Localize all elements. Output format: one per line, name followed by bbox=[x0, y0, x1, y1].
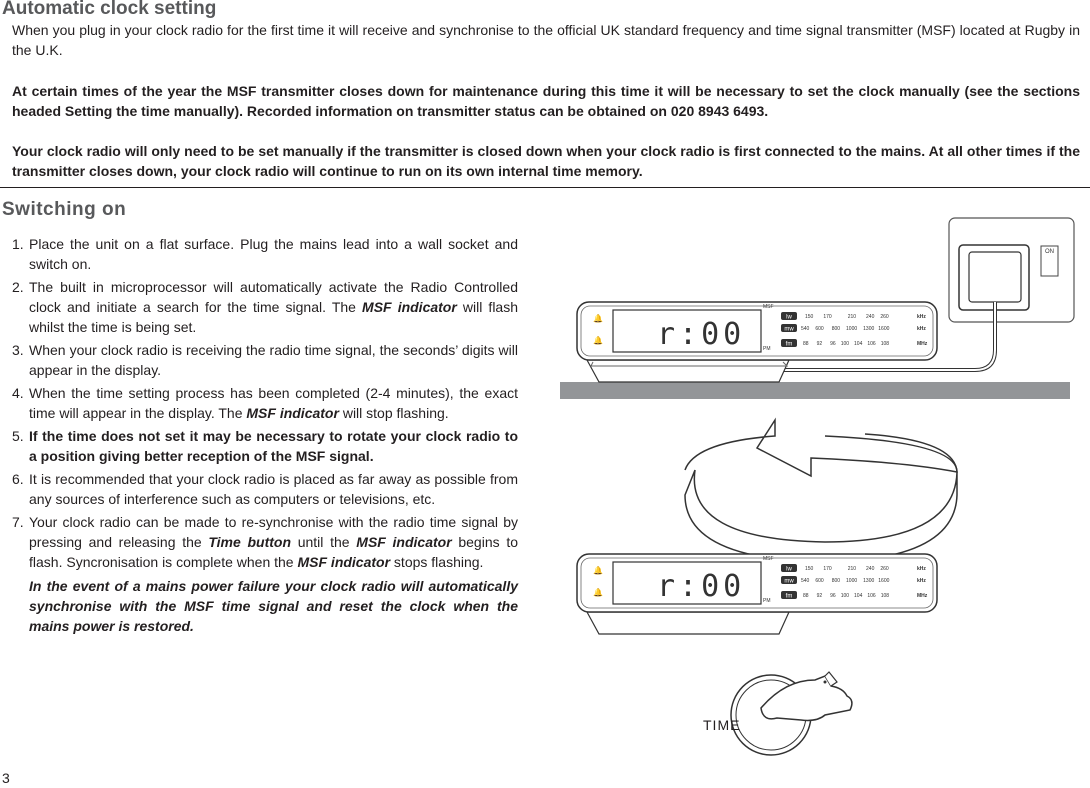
manual-setting-note: Your clock radio will only need to be se… bbox=[12, 143, 1080, 179]
page-number: 3 bbox=[2, 770, 10, 786]
step-2: 2. The built in microprocessor will auto… bbox=[12, 279, 519, 335]
step-4: 4. When the time setting process has bee… bbox=[12, 385, 518, 421]
lcd-time-digits: r:00 bbox=[657, 317, 745, 352]
alarm-2-icon: 🔔 bbox=[593, 588, 603, 597]
alarm-2-icon: 🔔 bbox=[593, 336, 603, 345]
unit-khz-1: kHz bbox=[917, 314, 926, 320]
step-1: 1. Place the unit on a flat surface. Plu… bbox=[12, 236, 518, 272]
mains-power-failure-note: In the event of a mains power failure yo… bbox=[29, 578, 518, 634]
step-7: 7. Your clock radio can be made to re-sy… bbox=[12, 514, 518, 570]
time-button-label: TIME bbox=[703, 717, 740, 733]
band-mw-label: mw bbox=[784, 327, 794, 333]
band-lw-label: lw bbox=[786, 567, 792, 573]
band-fm-label: fm bbox=[786, 342, 793, 348]
band-fm-label: fm bbox=[786, 594, 793, 600]
pm-indicator-label: PM bbox=[763, 598, 771, 604]
section-title-switching-on: Switching on bbox=[2, 199, 127, 220]
time-button-illustration: TIME bbox=[703, 671, 853, 756]
unit-khz-2: kHz bbox=[917, 326, 926, 332]
pressing-hand-icon bbox=[760, 675, 853, 722]
pm-indicator-label: PM bbox=[763, 346, 771, 352]
lcd-time-digits: r:00 bbox=[657, 569, 745, 604]
unit-mhz: MHz bbox=[917, 341, 928, 347]
unit-khz-2: kHz bbox=[917, 578, 926, 584]
step-6: 6. It is recommended that your clock rad… bbox=[12, 471, 518, 507]
lcd-display bbox=[612, 309, 762, 353]
switching-on-steps: 1. Place the unit on a flat surface. Plu… bbox=[12, 234, 518, 639]
step-5: 5. If the time does not set it may be ne… bbox=[12, 428, 518, 464]
lcd-display bbox=[612, 561, 762, 605]
band-mw-label: mw bbox=[784, 579, 794, 585]
band-lw-label: lw bbox=[786, 315, 792, 321]
socket-switch-label: ON bbox=[1045, 249, 1054, 255]
msf-indicator-label: MSF bbox=[763, 304, 774, 310]
rotate-arrow-icon bbox=[684, 417, 958, 563]
maintenance-paragraph: At certain times of the year the MSF tra… bbox=[12, 83, 1080, 119]
unit-khz-1: kHz bbox=[917, 566, 926, 572]
section-divider bbox=[0, 187, 1090, 188]
alarm-1-icon: 🔔 bbox=[593, 566, 603, 575]
section-title-automatic-clock-setting: Automatic clock setting bbox=[2, 0, 217, 19]
wall-socket: ON bbox=[948, 217, 1075, 323]
unit-mhz: MHz bbox=[917, 593, 928, 599]
alarm-1-icon: 🔔 bbox=[593, 314, 603, 323]
step-3: 3. When your clock radio is receiving th… bbox=[12, 342, 518, 378]
intro-paragraph: When you plug in your clock radio for th… bbox=[12, 22, 1080, 58]
shelf-surface bbox=[560, 382, 1070, 399]
msf-indicator-label: MSF bbox=[763, 556, 774, 562]
